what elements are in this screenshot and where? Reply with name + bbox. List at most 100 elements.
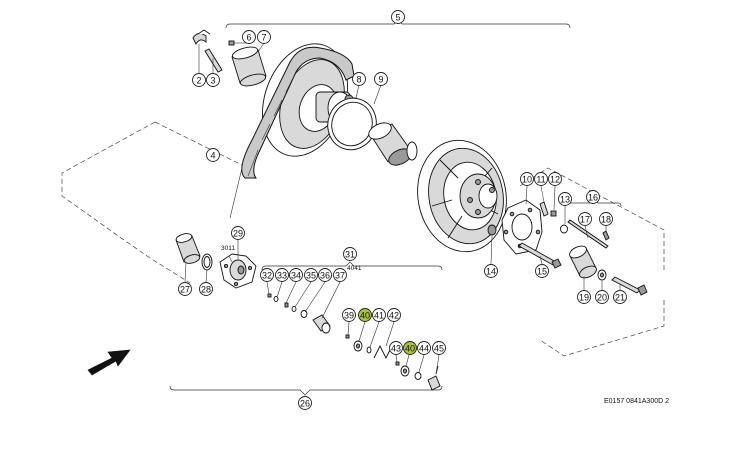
svg-text:7: 7: [261, 33, 266, 43]
callout-36[interactable]: 36: [318, 268, 332, 282]
svg-text:36: 36: [320, 271, 330, 281]
part-bushing-19: [569, 245, 597, 279]
callout-20[interactable]: 20: [595, 290, 609, 304]
callout-34[interactable]: 34: [289, 268, 303, 282]
svg-text:20: 20: [597, 293, 607, 303]
callout-40-upper[interactable]: 40: [358, 308, 372, 322]
brace-26: [169, 385, 443, 396]
svg-text:31: 31: [345, 250, 355, 260]
svg-text:13: 13: [560, 195, 570, 205]
code-3011: 3011: [221, 245, 235, 252]
svg-text:15: 15: [537, 267, 547, 277]
svg-text:40: 40: [405, 344, 415, 354]
part-bearing-40a: [353, 340, 363, 352]
callout-14[interactable]: 14: [484, 264, 498, 278]
part-bolt-15: [518, 242, 562, 269]
svg-text:37: 37: [335, 271, 345, 281]
svg-text:2: 2: [196, 76, 201, 86]
svg-text:43: 43: [391, 344, 401, 354]
svg-text:26: 26: [300, 399, 310, 409]
part-washer-33: [273, 296, 279, 302]
callout-27[interactable]: 27: [178, 282, 192, 296]
callout-42[interactable]: 42: [387, 308, 401, 322]
code-4041: 4041: [347, 265, 362, 272]
part-pin-3: [204, 48, 223, 73]
svg-text:44: 44: [419, 344, 429, 354]
callout-15[interactable]: 15: [535, 264, 549, 278]
callout-33[interactable]: 33: [275, 268, 289, 282]
callout-29[interactable]: 29: [231, 226, 245, 240]
callout-13[interactable]: 13: [558, 192, 572, 206]
callout-17[interactable]: 17: [578, 212, 592, 226]
svg-text:8: 8: [356, 75, 361, 85]
callout-41[interactable]: 41: [372, 308, 386, 322]
part-bushing-7: [231, 46, 267, 87]
svg-text:4: 4: [210, 151, 215, 161]
brace-31: [261, 261, 443, 271]
svg-text:9: 9: [378, 75, 383, 85]
callout-9[interactable]: 9: [374, 72, 388, 86]
callout-21[interactable]: 21: [613, 290, 627, 304]
callout-7[interactable]: 7: [257, 30, 271, 44]
callout-11[interactable]: 11: [534, 172, 548, 186]
callout-43[interactable]: 43: [389, 341, 403, 355]
part-pin-18: [602, 230, 610, 241]
part-hubplate-10: [501, 199, 543, 255]
svg-text:32: 32: [262, 271, 272, 281]
part-ring-41: [366, 346, 372, 354]
assembly-boundary: [61, 121, 665, 357]
svg-text:41: 41: [374, 311, 384, 321]
part-washer-35: [291, 306, 297, 312]
callout-45[interactable]: 45: [432, 341, 446, 355]
part-screw-32: [267, 293, 272, 298]
part-screw-6: [228, 40, 235, 46]
callout-8[interactable]: 8: [352, 72, 366, 86]
callout-37[interactable]: 37: [333, 268, 347, 282]
part-screw-39: [345, 334, 350, 339]
callout-32[interactable]: 32: [260, 268, 274, 282]
svg-text:5: 5: [395, 13, 400, 23]
callout-3[interactable]: 3: [206, 73, 220, 87]
svg-text:35: 35: [306, 271, 316, 281]
callout-35[interactable]: 35: [304, 268, 318, 282]
svg-text:40: 40: [360, 311, 370, 321]
svg-text:45: 45: [434, 344, 444, 354]
svg-text:33: 33: [277, 271, 287, 281]
svg-text:12: 12: [550, 175, 560, 185]
callout-40-lower[interactable]: 40: [403, 341, 417, 355]
callout-16[interactable]: 16: [586, 190, 600, 204]
svg-text:3: 3: [210, 76, 215, 86]
part-washer-20: [597, 269, 607, 281]
part-washer-44: [414, 372, 422, 380]
part-washer-13: [560, 224, 568, 234]
callout-4[interactable]: 4: [206, 148, 220, 162]
svg-text:6: 6: [246, 33, 251, 43]
callout-5[interactable]: 5: [391, 10, 405, 24]
part-pin-17: [567, 219, 609, 249]
part-pin-34: [284, 302, 289, 308]
part-spring-42: [373, 344, 393, 360]
part-screw-12: [550, 210, 557, 217]
part-bolt-21: [611, 276, 648, 296]
callout-28[interactable]: 28: [199, 282, 213, 296]
svg-text:21: 21: [615, 293, 625, 303]
callout-44[interactable]: 44: [417, 341, 431, 355]
callout-10[interactable]: 10: [520, 172, 534, 186]
svg-text:27: 27: [180, 285, 190, 295]
callout-39[interactable]: 39: [342, 308, 356, 322]
callout-12[interactable]: 12: [548, 172, 562, 186]
part-pin-43: [395, 361, 400, 366]
svg-text:11: 11: [536, 175, 545, 185]
callout-6[interactable]: 6: [242, 30, 256, 44]
part-bearing-housing-29: [219, 253, 257, 289]
callout-2[interactable]: 2: [192, 73, 206, 87]
part-ring-9: [327, 97, 377, 151]
callout-19[interactable]: 19: [577, 290, 591, 304]
svg-text:17: 17: [580, 215, 590, 225]
callout-26[interactable]: 26: [298, 396, 312, 410]
svg-text:14: 14: [486, 267, 496, 277]
svg-text:39: 39: [344, 311, 354, 321]
callout-31[interactable]: 31: [343, 247, 357, 261]
part-fitting-37: [312, 314, 331, 334]
callout-18[interactable]: 18: [599, 212, 613, 226]
